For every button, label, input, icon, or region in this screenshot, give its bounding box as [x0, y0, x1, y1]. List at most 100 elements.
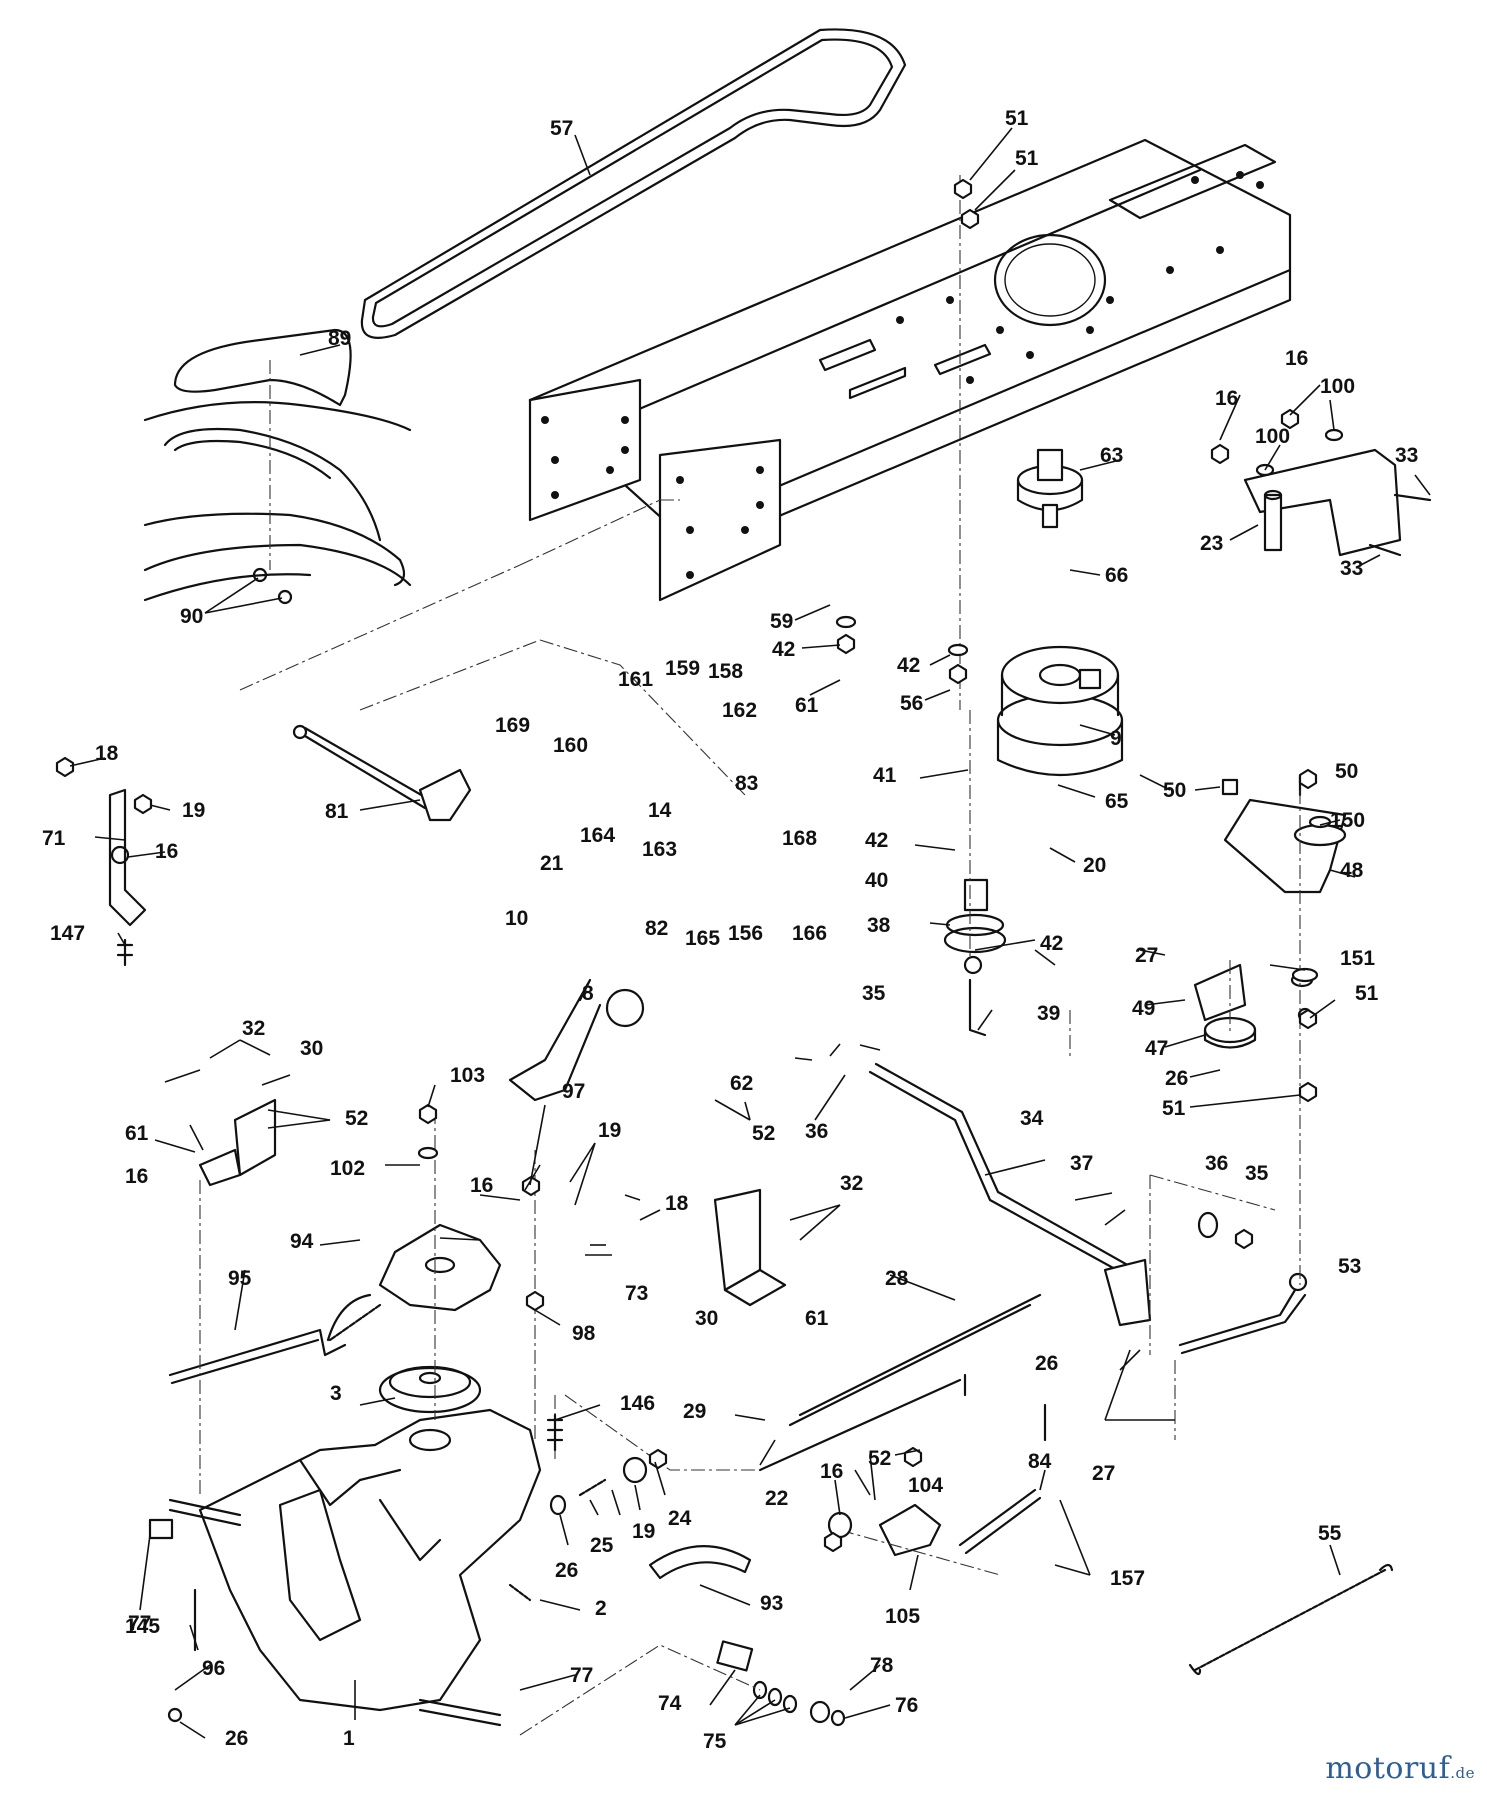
callout-157: 157 [1110, 1567, 1145, 1590]
callout-50: 50 [1335, 760, 1358, 783]
callout-14: 14 [648, 799, 672, 822]
spindle-pulley-drawing [1016, 448, 1084, 529]
callout-76: 76 [895, 1694, 918, 1717]
callout-30: 30 [300, 1037, 323, 1060]
callout-18: 18 [95, 742, 119, 765]
callout-40: 40 [865, 869, 888, 892]
callout-35: 35 [862, 982, 886, 1005]
callout-104: 104 [908, 1474, 943, 1497]
callout-93: 93 [760, 1592, 783, 1615]
lift-shaft-drawing [758, 1062, 1152, 1472]
callout-19: 19 [632, 1520, 655, 1543]
callout-8: 8 [582, 982, 594, 1005]
callout-160: 160 [553, 734, 588, 757]
callout-19: 19 [598, 1119, 621, 1142]
v-belt-drawing [360, 28, 907, 339]
electric-pto-clutch-drawing [996, 645, 1124, 777]
callout-78: 78 [870, 1654, 894, 1677]
callout-3: 3 [330, 1382, 342, 1405]
callout-51: 51 [1005, 107, 1029, 130]
callout-42: 42 [1040, 932, 1063, 955]
callout-50: 50 [1163, 779, 1186, 802]
callout-97: 97 [562, 1080, 585, 1103]
callout-57: 57 [550, 117, 573, 140]
callout-96: 96 [202, 1657, 225, 1680]
callout-52: 52 [868, 1447, 891, 1470]
callout-84: 84 [1028, 1450, 1052, 1473]
callout-37: 37 [1070, 1152, 1093, 1175]
extension-spring-drawing [508, 1478, 1394, 1676]
callout-103: 103 [450, 1064, 485, 1087]
callout-158: 158 [708, 660, 743, 683]
callout-81: 81 [325, 800, 349, 823]
callout-55: 55 [1318, 1522, 1342, 1545]
callout-16: 16 [820, 1460, 843, 1483]
callout-26: 26 [1165, 1067, 1188, 1090]
callout-26: 26 [225, 1727, 248, 1750]
callout-66: 66 [1105, 564, 1128, 587]
callout-16: 16 [125, 1165, 148, 1188]
callout-49: 49 [1132, 997, 1155, 1020]
callout-89: 89 [328, 327, 351, 350]
callout-22: 22 [765, 1487, 788, 1510]
callout-102: 102 [330, 1157, 365, 1180]
leader-lines [69, 127, 1431, 1739]
callout-10: 10 [505, 907, 528, 930]
watermark-logo: motoruf.de [1325, 1751, 1475, 1786]
callout-34: 34 [1020, 1107, 1044, 1130]
callout-36: 36 [805, 1120, 828, 1143]
callout-94: 94 [290, 1230, 314, 1253]
callout-159: 159 [665, 657, 700, 680]
callout-38: 38 [867, 914, 891, 937]
spacer-group-drawing [716, 1640, 846, 1727]
callout-27: 27 [1135, 944, 1158, 967]
callout-42: 42 [772, 638, 795, 661]
callout-51: 51 [1355, 982, 1379, 1005]
callout-51: 51 [1162, 1097, 1186, 1120]
callout-9: 9 [1110, 727, 1122, 750]
callout-42: 42 [865, 829, 888, 852]
callout-27: 27 [1092, 1462, 1115, 1485]
rod-53-drawing [1178, 1272, 1308, 1355]
callout-29: 29 [683, 1400, 706, 1423]
callout-105: 105 [885, 1605, 920, 1628]
callout-161: 161 [618, 668, 653, 691]
callout-61: 61 [125, 1122, 149, 1145]
hose-drawing [648, 1545, 752, 1580]
callout-95: 95 [228, 1267, 252, 1290]
callout-83: 83 [735, 772, 758, 795]
callout-39: 39 [1037, 1002, 1060, 1025]
bracket-71-drawing [108, 788, 147, 967]
shift-rod-drawing [292, 724, 472, 822]
callout-146: 146 [620, 1392, 655, 1415]
callout-150: 150 [1330, 809, 1365, 832]
callout-65: 65 [1105, 790, 1129, 813]
watermark-tld: .de [1450, 1764, 1475, 1782]
callout-33: 33 [1395, 444, 1418, 467]
callout-147: 147 [50, 922, 85, 945]
callout-23: 23 [1200, 532, 1223, 555]
callout-163: 163 [642, 838, 677, 861]
rod-95-drawing [168, 1293, 382, 1385]
callout-labels: 57 51 51 89 63 16 100 16 100 33 23 33 66… [42, 107, 1418, 1753]
watermark-main: motoruf [1325, 1751, 1451, 1786]
callout-162: 162 [722, 699, 757, 722]
callout-63: 63 [1100, 444, 1123, 467]
callout-16: 16 [1285, 347, 1308, 370]
callout-145: 145 [125, 1615, 160, 1638]
callout-61: 61 [795, 694, 819, 717]
callout-28: 28 [885, 1267, 909, 1290]
callout-74: 74 [658, 1692, 682, 1715]
callout-151: 151 [1340, 947, 1375, 970]
callout-16: 16 [1215, 387, 1238, 410]
callout-16: 16 [155, 840, 178, 863]
callout-56: 56 [900, 692, 923, 715]
transaxle-drawing [148, 1408, 542, 1727]
hardware-drawing [55, 178, 1344, 1723]
callout-90: 90 [180, 605, 203, 628]
callout-169: 169 [495, 714, 530, 737]
callout-53: 53 [1338, 1255, 1361, 1278]
cooling-fan-drawing [378, 1223, 502, 1312]
callout-24: 24 [668, 1507, 692, 1530]
callout-164: 164 [580, 824, 615, 847]
